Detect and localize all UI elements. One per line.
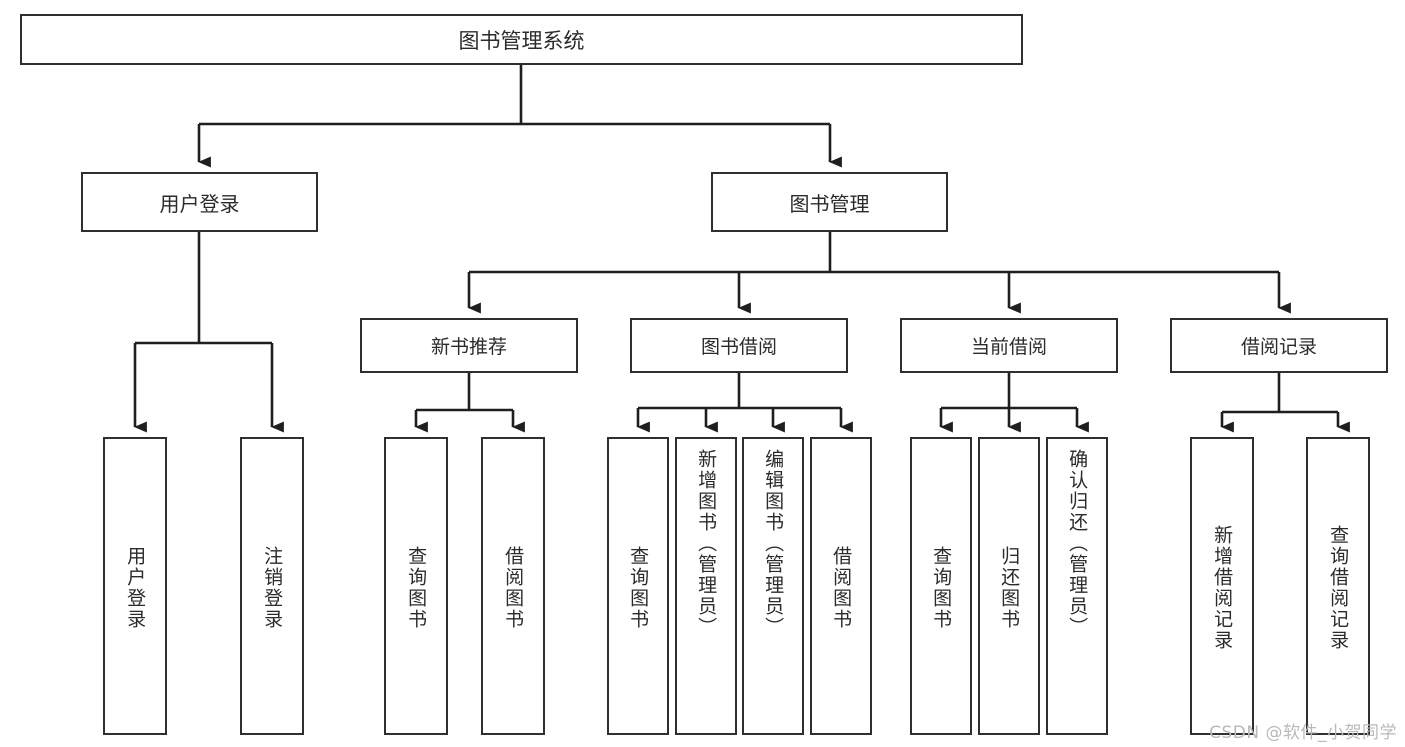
leaf-query-book-recommend-label: 查询图书 bbox=[405, 546, 428, 630]
leaf-user-login-label: 用户登录 bbox=[124, 546, 147, 630]
node-user-login-label: 用户登录 bbox=[159, 191, 240, 216]
node-borrow-record-label: 借阅记录 bbox=[1240, 336, 1317, 358]
node-user-login[interactable]: 用户登录 bbox=[81, 172, 318, 232]
node-book-borrow[interactable]: 图书借阅 bbox=[630, 318, 848, 373]
leaf-add-book-admin-wrap: 新增图书（管理员） bbox=[677, 443, 735, 739]
leaf-logout-wrap: 注销登录 bbox=[242, 443, 302, 733]
leaf-add-borrow-record-wrap: 新增借阅记录 bbox=[1192, 443, 1252, 733]
node-root-book-management-system[interactable]: 图书管理系统 bbox=[20, 14, 1023, 65]
leaf-edit-book-admin[interactable]: 编辑图书（管理员） bbox=[742, 437, 804, 735]
leaf-query-borrow-record-wrap: 查询借阅记录 bbox=[1308, 443, 1368, 733]
leaf-user-login[interactable]: 用户登录 bbox=[103, 437, 167, 735]
leaf-borrow-book-borrow-wrap: 借阅图书 bbox=[812, 443, 870, 733]
leaf-user-login-wrap: 用户登录 bbox=[105, 443, 165, 733]
node-current-borrow-label: 当前借阅 bbox=[970, 336, 1047, 358]
leaf-query-book-current[interactable]: 查询图书 bbox=[910, 437, 972, 735]
leaf-logout[interactable]: 注销登录 bbox=[240, 437, 304, 735]
leaf-add-borrow-record-label: 新增借阅记录 bbox=[1211, 525, 1234, 651]
leaf-query-borrow-record[interactable]: 查询借阅记录 bbox=[1306, 437, 1370, 735]
leaf-query-book-recommend[interactable]: 查询图书 bbox=[384, 437, 448, 735]
leaf-add-book-admin[interactable]: 新增图书（管理员） bbox=[675, 437, 737, 735]
leaf-query-book-borrow[interactable]: 查询图书 bbox=[607, 437, 669, 735]
leaf-query-book-current-wrap: 查询图书 bbox=[912, 443, 970, 733]
leaf-logout-label: 注销登录 bbox=[261, 546, 284, 630]
leaf-confirm-return-admin[interactable]: 确认归还（管理员） bbox=[1046, 437, 1108, 735]
leaf-return-book[interactable]: 归还图书 bbox=[978, 437, 1040, 735]
leaf-add-book-admin-label: 新增图书（管理员） bbox=[695, 449, 718, 638]
node-current-borrow[interactable]: 当前借阅 bbox=[900, 318, 1118, 373]
leaf-confirm-return-admin-wrap: 确认归还（管理员） bbox=[1048, 443, 1106, 739]
leaf-borrow-book-recommend-label: 借阅图书 bbox=[502, 546, 525, 630]
leaf-return-book-label: 归还图书 bbox=[998, 546, 1021, 630]
leaf-return-book-wrap: 归还图书 bbox=[980, 443, 1038, 733]
leaf-borrow-book-borrow-label: 借阅图书 bbox=[830, 546, 853, 630]
node-book-management-label: 图书管理 bbox=[789, 191, 870, 216]
leaf-confirm-return-admin-label: 确认归还（管理员） bbox=[1066, 449, 1089, 638]
leaf-query-book-borrow-label: 查询图书 bbox=[627, 546, 650, 630]
leaf-borrow-book-recommend-wrap: 借阅图书 bbox=[483, 443, 543, 733]
leaf-borrow-book-borrow[interactable]: 借阅图书 bbox=[810, 437, 872, 735]
leaf-edit-book-admin-wrap: 编辑图书（管理员） bbox=[744, 443, 802, 739]
node-borrow-record[interactable]: 借阅记录 bbox=[1170, 318, 1388, 373]
node-book-management[interactable]: 图书管理 bbox=[711, 172, 948, 232]
node-book-borrow-label: 图书借阅 bbox=[700, 336, 777, 358]
watermark-text: CSDN @软件_小贺同学 bbox=[1209, 723, 1397, 743]
leaf-query-book-borrow-wrap: 查询图书 bbox=[609, 443, 667, 733]
leaf-query-book-recommend-wrap: 查询图书 bbox=[386, 443, 446, 733]
leaf-query-borrow-record-label: 查询借阅记录 bbox=[1327, 525, 1350, 651]
leaf-add-borrow-record[interactable]: 新增借阅记录 bbox=[1190, 437, 1254, 735]
node-new-book-recommend-label: 新书推荐 bbox=[430, 336, 507, 358]
node-root-label: 图书管理系统 bbox=[458, 28, 585, 53]
leaf-borrow-book-recommend[interactable]: 借阅图书 bbox=[481, 437, 545, 735]
leaf-query-book-current-label: 查询图书 bbox=[930, 546, 953, 630]
node-new-book-recommend[interactable]: 新书推荐 bbox=[360, 318, 578, 373]
leaf-edit-book-admin-label: 编辑图书（管理员） bbox=[762, 449, 785, 638]
